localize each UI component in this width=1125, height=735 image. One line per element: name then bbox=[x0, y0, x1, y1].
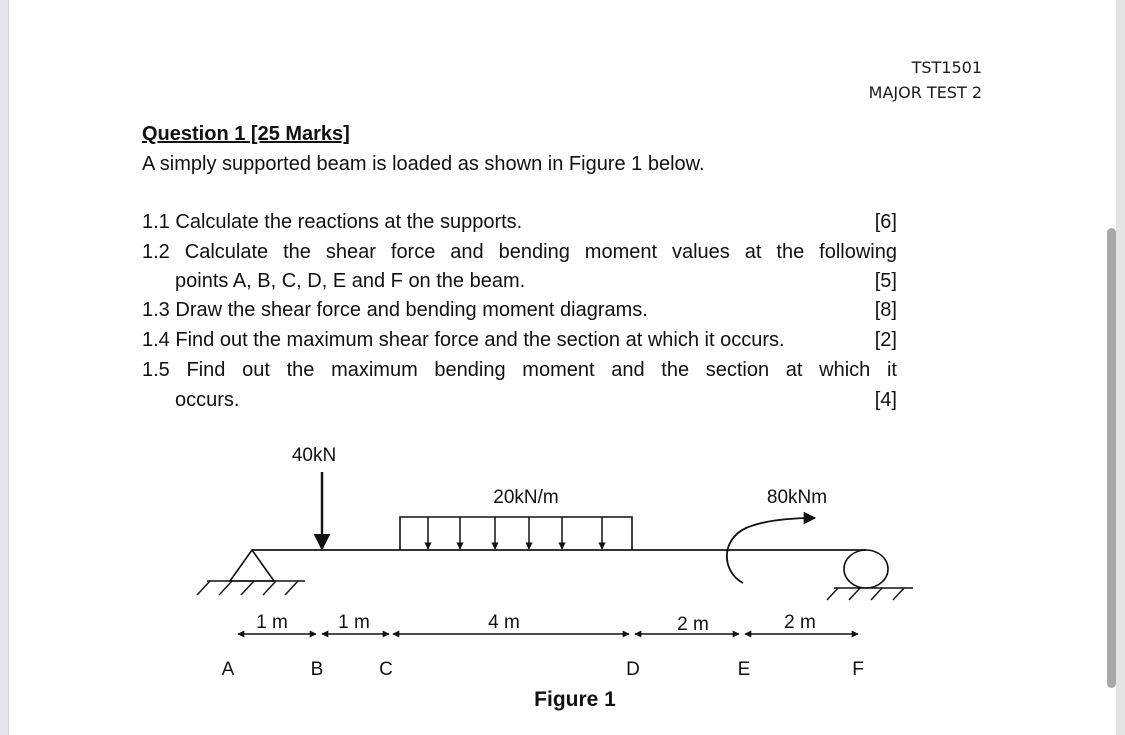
question-title: Question 1 [25 Marks] bbox=[142, 123, 350, 145]
question-intro: A simply supported beam is loaded as sho… bbox=[142, 153, 705, 175]
vertical-scrollbar[interactable] bbox=[1107, 228, 1116, 688]
item-number: 1.1 bbox=[142, 211, 170, 233]
point-label-e: E bbox=[738, 659, 751, 680]
point-label-b: B bbox=[311, 659, 324, 680]
question-item-1-1: 1.1 Calculate the reactions at the suppo… bbox=[142, 211, 897, 234]
moment-arrow-icon bbox=[725, 511, 817, 584]
course-code: TST1501 bbox=[911, 58, 982, 77]
question-item-1-5-continuation: occurs. [4] bbox=[175, 389, 897, 412]
item-text: Find out the maximum shear force and the… bbox=[175, 329, 785, 351]
point-label-d: D bbox=[626, 659, 640, 680]
item-number: 1.3 bbox=[142, 299, 170, 321]
point-load-label: 40kN bbox=[292, 445, 336, 466]
item-text: Calculate the shear force and bending mo… bbox=[184, 241, 897, 263]
item-marks: [6] bbox=[874, 211, 897, 233]
item-marks: [2] bbox=[874, 329, 897, 351]
right-gutter bbox=[1116, 0, 1125, 735]
question-item-1-5: 1.5 Find out the maximum bending moment … bbox=[142, 359, 897, 382]
item-marks: [8] bbox=[874, 299, 897, 321]
question-item-1-2-continuation: points A, B, C, D, E and F on the beam. … bbox=[175, 270, 897, 293]
question-item-1-3: 1.3 Draw the shear force and bending mom… bbox=[142, 299, 897, 322]
item-text: Calculate the reactions at the supports. bbox=[175, 211, 523, 233]
roller-support-icon bbox=[826, 549, 913, 601]
moment-label: 80kNm bbox=[767, 487, 827, 508]
item-text: Draw the shear force and bending moment … bbox=[175, 299, 648, 321]
item-number: 1.5 bbox=[142, 359, 170, 381]
item-text-continuation: points A, B, C, D, E and F on the beam. bbox=[175, 270, 526, 292]
point-label-a: A bbox=[222, 659, 235, 680]
item-text-continuation: occurs. bbox=[175, 389, 240, 411]
span-length-ab: 1 m bbox=[256, 612, 288, 633]
udl-label: 20kN/m bbox=[493, 487, 558, 508]
span-length-cd: 4 m bbox=[488, 612, 520, 633]
udl-icon bbox=[399, 516, 633, 550]
span-length-bc: 1 m bbox=[338, 612, 370, 633]
test-name: MAJOR TEST 2 bbox=[868, 83, 982, 102]
point-label-f: F bbox=[852, 659, 864, 680]
point-label-c: C bbox=[379, 659, 393, 680]
item-number: 1.2 bbox=[142, 241, 170, 263]
span-length-de: 2 m bbox=[677, 614, 709, 635]
span-length-ef: 2 m bbox=[784, 612, 816, 633]
question-item-1-2: 1.2 Calculate the shear force and bendin… bbox=[142, 241, 897, 264]
item-text: Find out the maximum bending moment and … bbox=[186, 359, 898, 381]
document-page bbox=[8, 0, 1117, 735]
item-number: 1.4 bbox=[142, 329, 170, 351]
figure-caption: Figure 1 bbox=[534, 688, 616, 711]
question-item-1-4: 1.4 Find out the maximum shear force and… bbox=[142, 329, 897, 352]
pin-support-icon bbox=[196, 548, 305, 596]
item-marks: [5] bbox=[874, 270, 897, 292]
item-marks: [4] bbox=[874, 389, 897, 411]
